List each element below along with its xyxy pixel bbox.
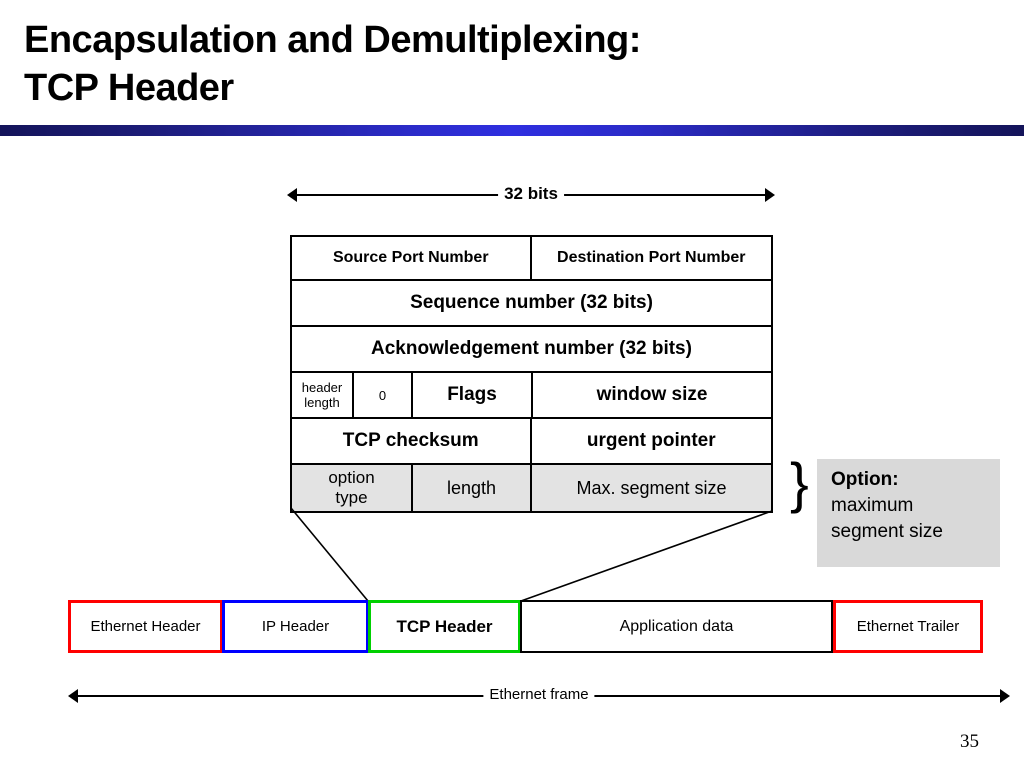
frame-box-tcp-header: TCP Header: [368, 600, 521, 653]
table-row: Source Port Number Destination Port Numb…: [292, 237, 771, 281]
page-title: Encapsulation and Demultiplexing: TCP He…: [24, 16, 964, 112]
ethernet-frame-span-arrow: Ethernet frame: [68, 684, 1010, 706]
title-divider-bar: [0, 125, 1024, 136]
arrow-head-left-icon: [68, 689, 78, 703]
table-row: Acknowledgement number (32 bits): [292, 327, 771, 373]
frame-box-ip-header: IP Header: [222, 600, 369, 653]
table-row: header length 0 Flags window size: [292, 373, 771, 419]
arrow-head-right-icon: [1000, 689, 1010, 703]
cell-destination-port: Destination Port Number: [557, 249, 746, 266]
frame-box-ethernet-trailer: Ethernet Trailer: [833, 600, 983, 653]
header-length-line-2: length: [304, 395, 340, 410]
frame-box-application-data: Application data: [520, 600, 833, 653]
title-line-1: Encapsulation and Demultiplexing:: [24, 19, 641, 61]
cell-acknowledgement-number: Acknowledgement number (32 bits): [371, 338, 692, 359]
cell-urgent-pointer: urgent pointer: [586, 430, 716, 451]
curly-brace-icon: }: [790, 451, 809, 514]
cell-header-length: header length: [292, 373, 354, 417]
cell-max-segment-size: Max. segment size: [576, 478, 727, 498]
cell-sequence-number: Sequence number (32 bits): [410, 292, 653, 313]
cell-flags: Flags: [413, 373, 533, 417]
option-callout-title: Option:: [831, 469, 899, 490]
arrow-head-right-icon: [765, 188, 775, 202]
header-length-line-1: header: [301, 380, 343, 395]
option-callout-box: Option: maximum segment size: [817, 459, 1000, 567]
cell-source-port: Source Port Number: [292, 237, 532, 279]
bit-width-label: 32 bits: [498, 183, 564, 205]
page-number: 35: [960, 731, 979, 752]
table-row-option: option type length Max. segment size: [292, 465, 771, 511]
arrow-head-left-icon: [287, 188, 297, 202]
cell-window-size: window size: [596, 384, 708, 405]
cell-reserved-zero: 0: [354, 373, 413, 417]
option-type-line-1: option: [328, 468, 375, 487]
frame-box-ethernet-header: Ethernet Header: [68, 600, 223, 653]
bit-width-arrow: 32 bits: [287, 183, 775, 205]
cell-option-length: length: [413, 465, 532, 511]
cell-option-type: option type: [292, 465, 413, 511]
option-type-line-2: type: [335, 488, 368, 507]
cell-tcp-checksum: TCP checksum: [292, 419, 532, 463]
table-row: Sequence number (32 bits): [292, 281, 771, 327]
title-line-2: TCP Header: [24, 67, 234, 109]
table-row: TCP checksum urgent pointer: [292, 419, 771, 465]
ethernet-frame-span-label: Ethernet frame: [483, 684, 595, 706]
ethernet-frame-diagram: Ethernet Header IP Header TCP Header App…: [68, 600, 983, 653]
option-callout-line-2: segment size: [831, 521, 943, 542]
option-callout-line-1: maximum: [831, 495, 914, 516]
tcp-header-table: Source Port Number Destination Port Numb…: [290, 235, 773, 513]
